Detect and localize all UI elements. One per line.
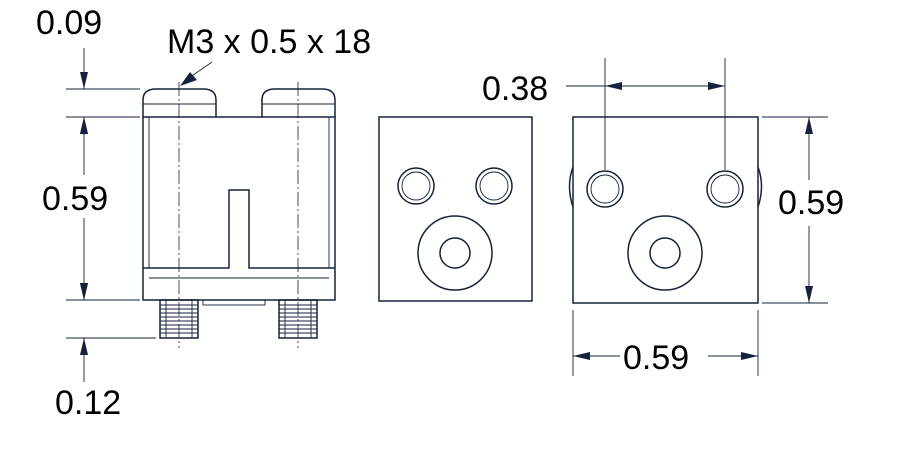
front-view: [378, 116, 533, 302]
counterbore-inner: [439, 237, 471, 269]
counterbore-outer: [417, 215, 493, 291]
right-view: [566, 58, 828, 376]
hole-upper-left: [397, 167, 435, 205]
body-outline: [142, 116, 336, 301]
right-counterbore-outer: [627, 215, 703, 291]
dim-hole-spacing: 0.38: [482, 70, 548, 108]
body-slot: [143, 189, 335, 269]
side-view: [66, 48, 336, 382]
front-body: [378, 116, 533, 302]
right-hole-left: [586, 170, 624, 208]
screw-head-right: [261, 88, 336, 117]
dim-body-height-left: 0.59: [42, 180, 108, 218]
hole-upper-right: [475, 167, 513, 205]
dim-body-height-right: 0.59: [778, 184, 844, 222]
right-counterbore-inner: [649, 237, 681, 269]
dim-body-width: 0.59: [623, 339, 689, 377]
right-body: [572, 116, 759, 304]
right-hole-right: [706, 170, 744, 208]
screw-callout: M3 x 0.5 x 18: [167, 23, 371, 61]
screw-head-left: [142, 88, 217, 117]
dim-head-height: 0.09: [36, 4, 102, 42]
dim-thread-height: 0.12: [55, 384, 121, 422]
